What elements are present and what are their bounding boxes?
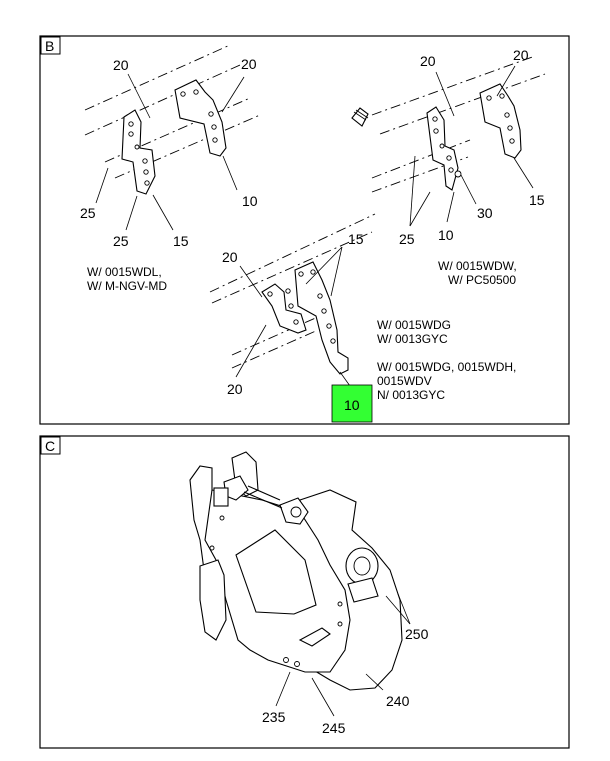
callout-right-15: 15 bbox=[529, 192, 545, 208]
panel-b-tag: B bbox=[45, 38, 54, 54]
panel-b: B bbox=[39, 35, 570, 425]
panel-c-tag-box bbox=[40, 436, 61, 455]
callout-250: 250 bbox=[405, 626, 429, 642]
panel-c: C bbox=[39, 435, 570, 749]
note-center-line-3: W/ 0015WDG, 0015WDH, bbox=[377, 360, 516, 374]
note-right-line-2: W/ PC50500 bbox=[448, 273, 516, 287]
callout-center-20-a: 20 bbox=[222, 249, 238, 265]
callout-center-15: 15 bbox=[348, 231, 364, 247]
callout-right-20-b: 20 bbox=[513, 47, 529, 63]
note-center-line-4: 0015WDV bbox=[377, 374, 432, 388]
callout-235: 235 bbox=[262, 709, 286, 725]
callout-left-25-b: 25 bbox=[113, 233, 129, 249]
note-center-line-5: N/ 0013GYC bbox=[377, 388, 445, 402]
callout-center-10: 10 bbox=[344, 397, 360, 413]
callout-left-15: 15 bbox=[173, 233, 189, 249]
note-center-line-2: W/ 0013GYC bbox=[377, 332, 448, 346]
callout-left-10: 10 bbox=[242, 193, 258, 209]
note-right-line-1: W/ 0015WDW, bbox=[438, 259, 517, 273]
bracket-view-right: 20 20 25 10 30 15 W/ 0015WDW, W/ PC50500 bbox=[351, 47, 546, 287]
bracket-view-center: 15 20 20 10 W/ 0015WDG W/ 0013GYC W/ 001… bbox=[209, 213, 516, 423]
callout-right-25: 25 bbox=[399, 231, 415, 247]
hose-reel-assembly: 250 240 235 245 bbox=[189, 451, 429, 736]
callout-245: 245 bbox=[322, 720, 346, 736]
panel-c-tag: C bbox=[45, 438, 55, 454]
callout-left-20-a: 20 bbox=[113, 57, 129, 73]
note-left-line-2: W/ M-NGV-MD bbox=[87, 279, 167, 293]
callout-240: 240 bbox=[386, 693, 410, 709]
bracket-view-left: 20 20 25 25 15 10 W/ 0015WDL, W/ M-NGV-M… bbox=[80, 44, 261, 293]
callout-highlight-10 bbox=[331, 384, 373, 423]
callout-center-20-b: 20 bbox=[227, 381, 243, 397]
callout-right-30: 30 bbox=[477, 205, 493, 221]
note-left-line-1: W/ 0015WDL, bbox=[87, 265, 162, 279]
callout-left-25-a: 25 bbox=[80, 205, 96, 221]
panel-b-tag-box bbox=[40, 36, 61, 55]
callout-right-20-a: 20 bbox=[420, 53, 436, 69]
callout-left-20-b: 20 bbox=[241, 56, 257, 72]
note-center-line-1: W/ 0015WDG bbox=[377, 318, 451, 332]
callout-right-10: 10 bbox=[438, 227, 454, 243]
